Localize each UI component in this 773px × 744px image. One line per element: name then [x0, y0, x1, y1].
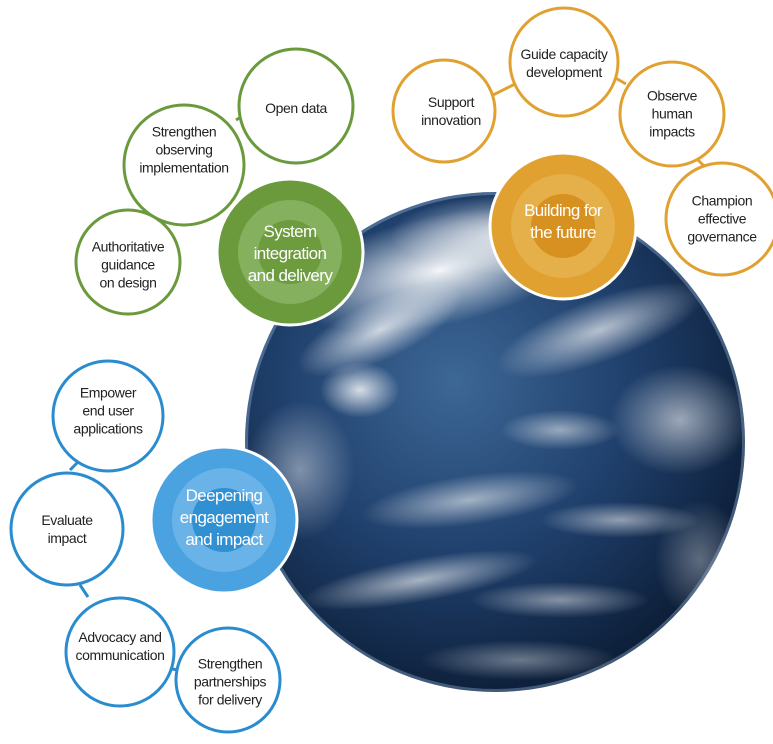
- node-open-data: [237, 47, 355, 165]
- hub-system-integration: [215, 177, 365, 327]
- label-guide-capacity: Guide capacity development: [520, 45, 608, 80]
- node-support-innovation: [391, 58, 497, 164]
- label-strengthen-partnerships: Strengthen partnerships for delivery: [193, 655, 267, 709]
- label-strengthen-observing: Strengthen observing implementation: [139, 123, 229, 177]
- node-champion-governance: [664, 161, 773, 277]
- label-support-innovation: Support innovation: [421, 93, 481, 128]
- label-champion-governance: Champion effective governance: [687, 192, 757, 246]
- hub-label-system: System integration and delivery: [247, 221, 333, 286]
- label-empower-end-user: Empower end user applications: [73, 384, 143, 438]
- node-evaluate-impact: [9, 471, 125, 587]
- label-advocacy: Advocacy and communication: [75, 628, 165, 663]
- hub-label-future: Building for the future: [524, 200, 602, 242]
- node-guide-capacity: [508, 6, 620, 118]
- label-observe-human: Observe human impacts: [646, 87, 698, 141]
- label-authoritative-guidance: Authoritative guidance on design: [91, 238, 165, 292]
- node-observe-human: [618, 60, 726, 168]
- hub-label-engagement: Deepening engagement and impact: [179, 485, 269, 550]
- node-strengthen-partnerships: [174, 626, 282, 734]
- node-authoritative-guidance: [74, 208, 182, 316]
- node-strengthen-observing: [122, 103, 246, 227]
- hub-deepening-engagement: [149, 445, 299, 595]
- label-evaluate-impact: Evaluate impact: [41, 511, 93, 546]
- label-open-data: Open data: [265, 99, 327, 116]
- satellite-circles: [9, 6, 773, 734]
- hub-building-future: [488, 151, 638, 301]
- node-advocacy: [64, 596, 176, 708]
- node-empower-end-user: [51, 359, 165, 473]
